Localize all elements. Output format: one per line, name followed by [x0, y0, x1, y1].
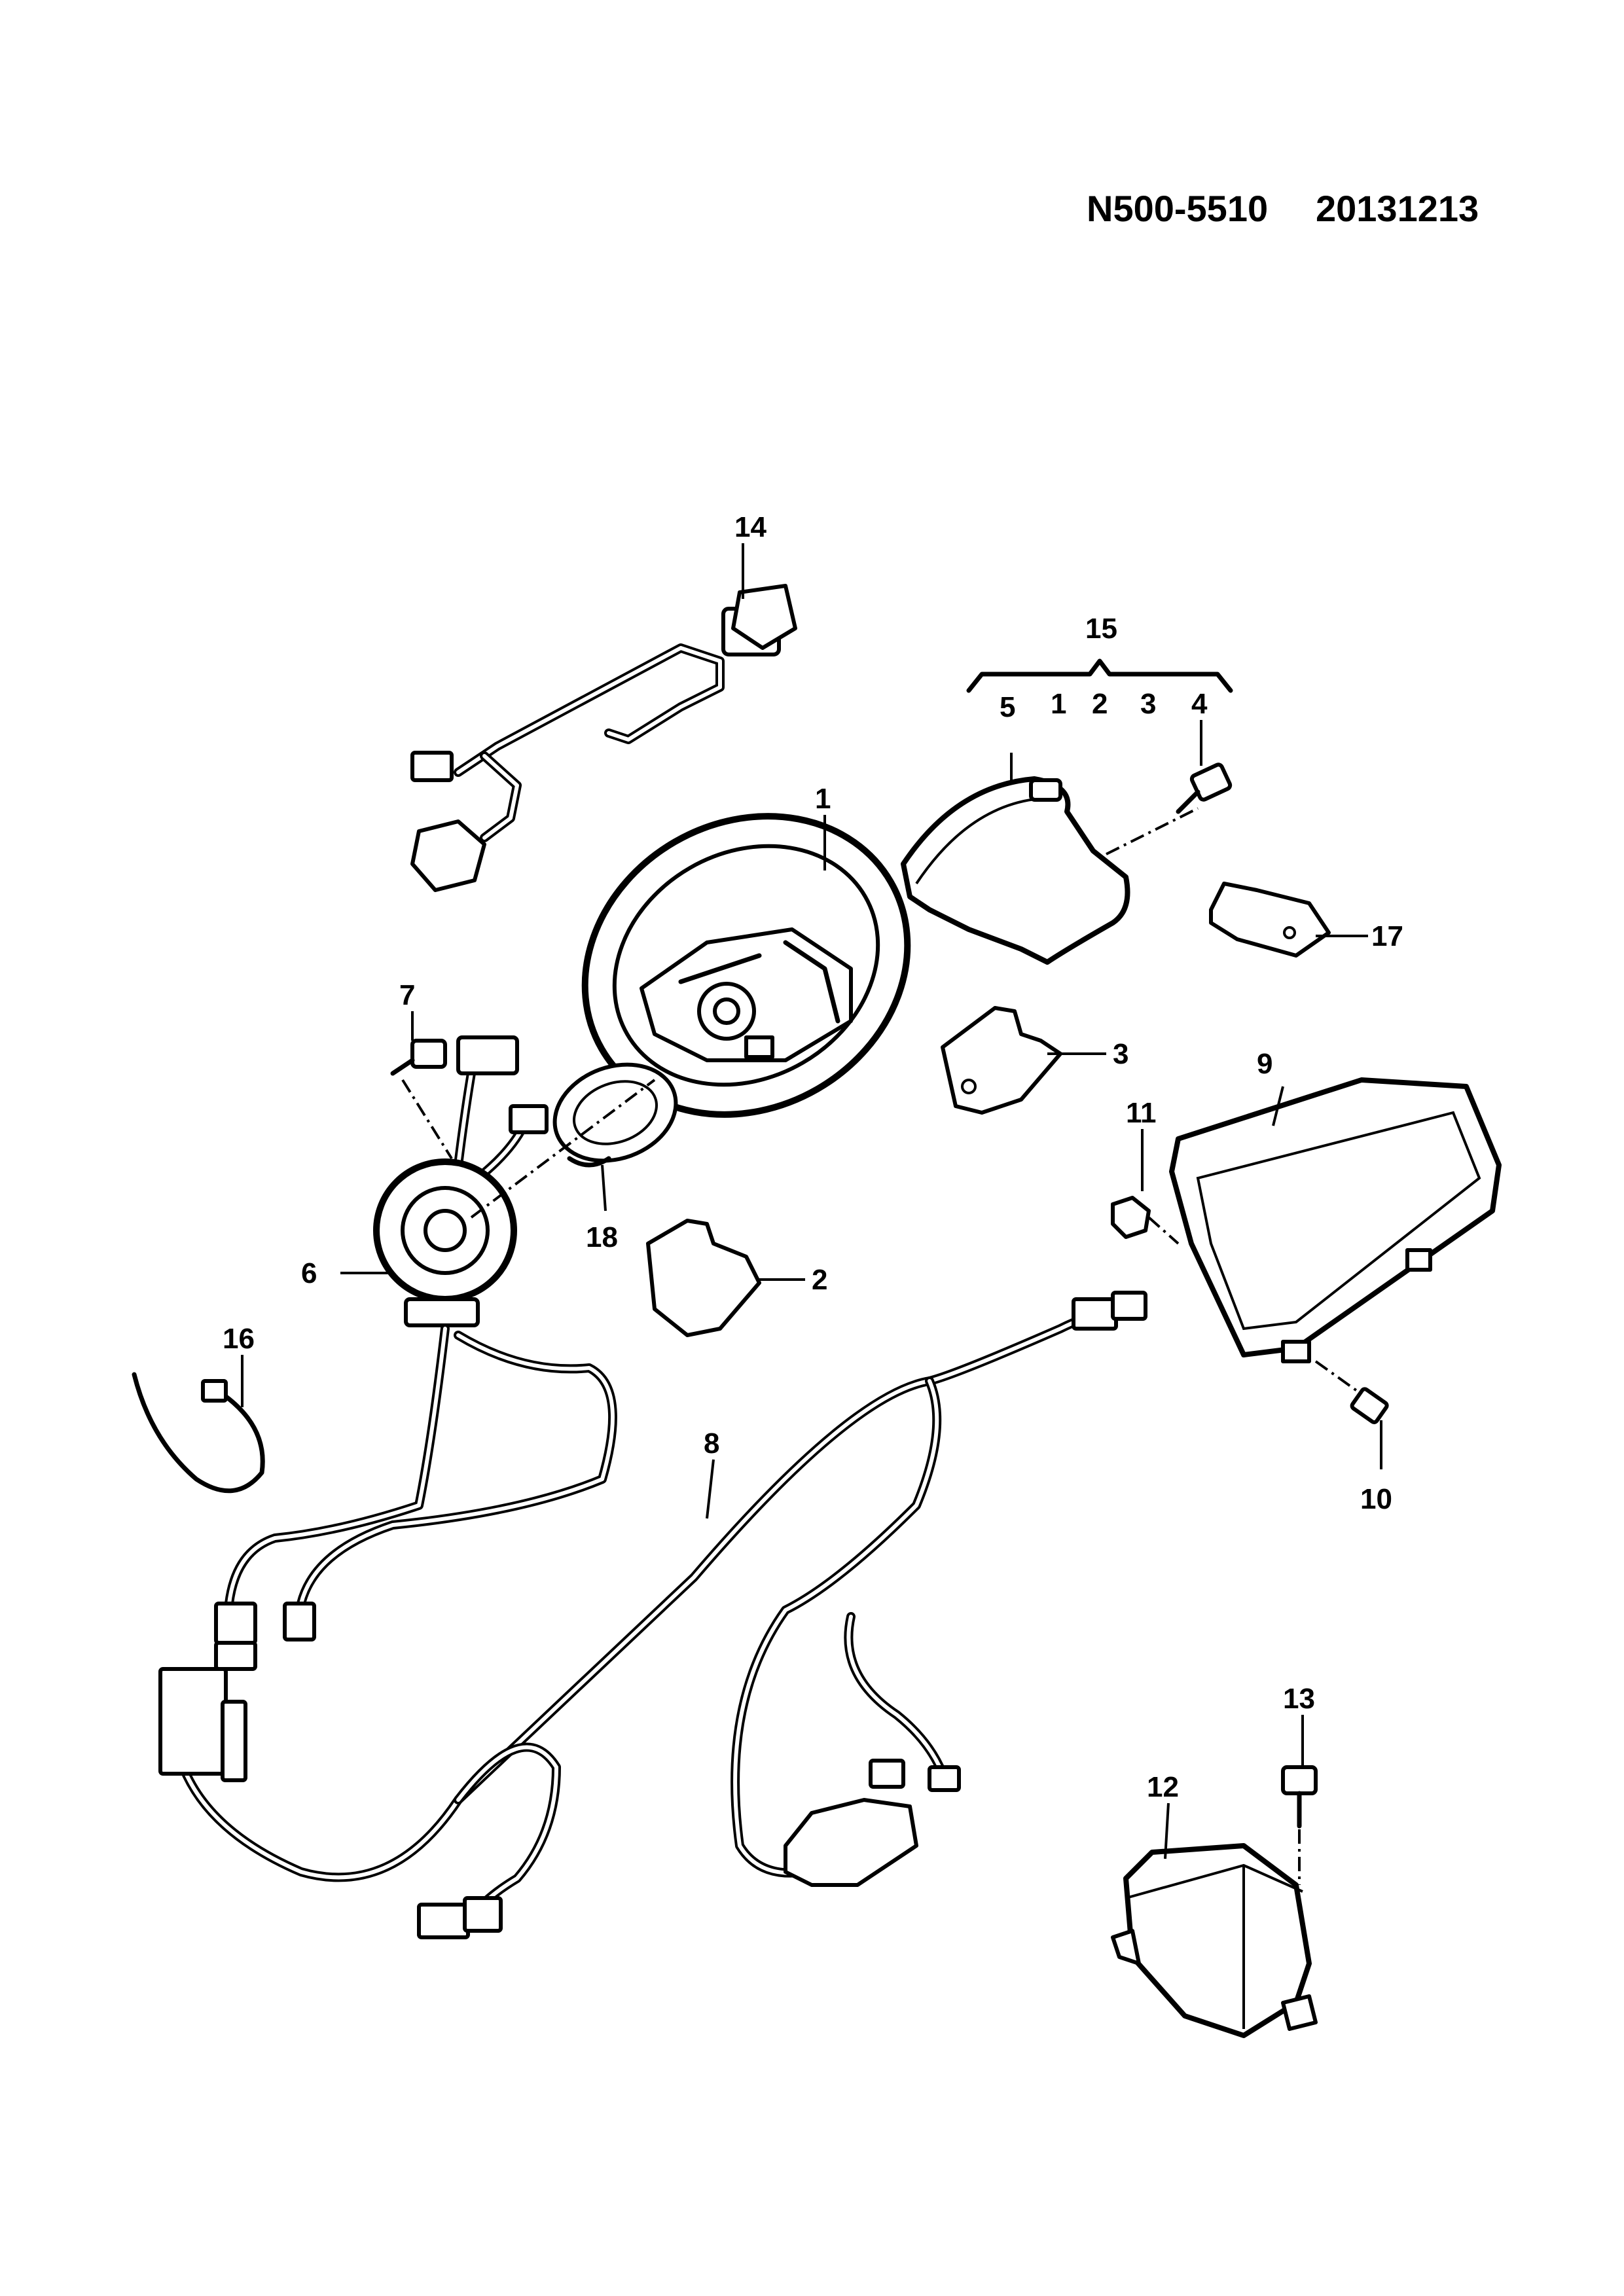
kit-callout-1: 1	[1051, 688, 1066, 720]
kit-callout-2: 2	[1092, 688, 1108, 720]
callouts: 14 15 5 1 2 3 4 1 17 3 9 11 7 18 6 2 16 …	[223, 511, 1403, 1803]
callout-2: 2	[812, 1264, 827, 1296]
callout-12: 12	[1147, 1771, 1179, 1803]
part-5-airbag-module	[901, 776, 1130, 965]
part-3-cover	[941, 1006, 1062, 1115]
part-17-bracket	[1209, 882, 1331, 958]
part-8-main-harness	[158, 1291, 1147, 1939]
part-2-cover	[646, 1219, 761, 1337]
callout-10: 10	[1360, 1483, 1392, 1515]
part-9-passenger-airbag	[1169, 1077, 1502, 1363]
part-11-nut	[1111, 1196, 1180, 1245]
callout-3: 3	[1113, 1038, 1128, 1070]
callout-11: 11	[1126, 1097, 1157, 1129]
part-14-switch-harness	[410, 584, 797, 892]
kit-callout-3: 3	[1140, 688, 1156, 720]
callout-8: 8	[704, 1427, 719, 1460]
callout-1: 1	[815, 783, 831, 815]
part-18-ring	[552, 1062, 678, 1168]
diagram-code: N500-5510	[1087, 188, 1268, 229]
part-12-control-unit	[1111, 1843, 1318, 2038]
callout-16: 16	[223, 1323, 255, 1355]
part-16-wire	[132, 1372, 265, 1494]
diagram-date: 20131213	[1316, 188, 1479, 229]
callout-7: 7	[399, 979, 415, 1011]
part-7-screw	[390, 1039, 453, 1160]
callout-18: 18	[586, 1221, 618, 1253]
callout-13: 13	[1283, 1683, 1315, 1715]
part-13-bolt	[1281, 1765, 1318, 1885]
callout-17: 17	[1371, 920, 1403, 952]
callout-14: 14	[734, 511, 767, 543]
part-10-screw	[1314, 1360, 1389, 1424]
part-4-screw	[1106, 762, 1233, 855]
part-1-steering-wheel	[581, 813, 911, 1118]
callout-15: 15	[1085, 613, 1117, 645]
callout-6: 6	[301, 1257, 317, 1289]
part-6-clock-spring	[373, 1035, 656, 1327]
leader-lines	[241, 543, 1382, 1859]
callout-4: 4	[1191, 688, 1208, 720]
callout-9: 9	[1257, 1048, 1272, 1080]
callout-5: 5	[1000, 691, 1015, 723]
